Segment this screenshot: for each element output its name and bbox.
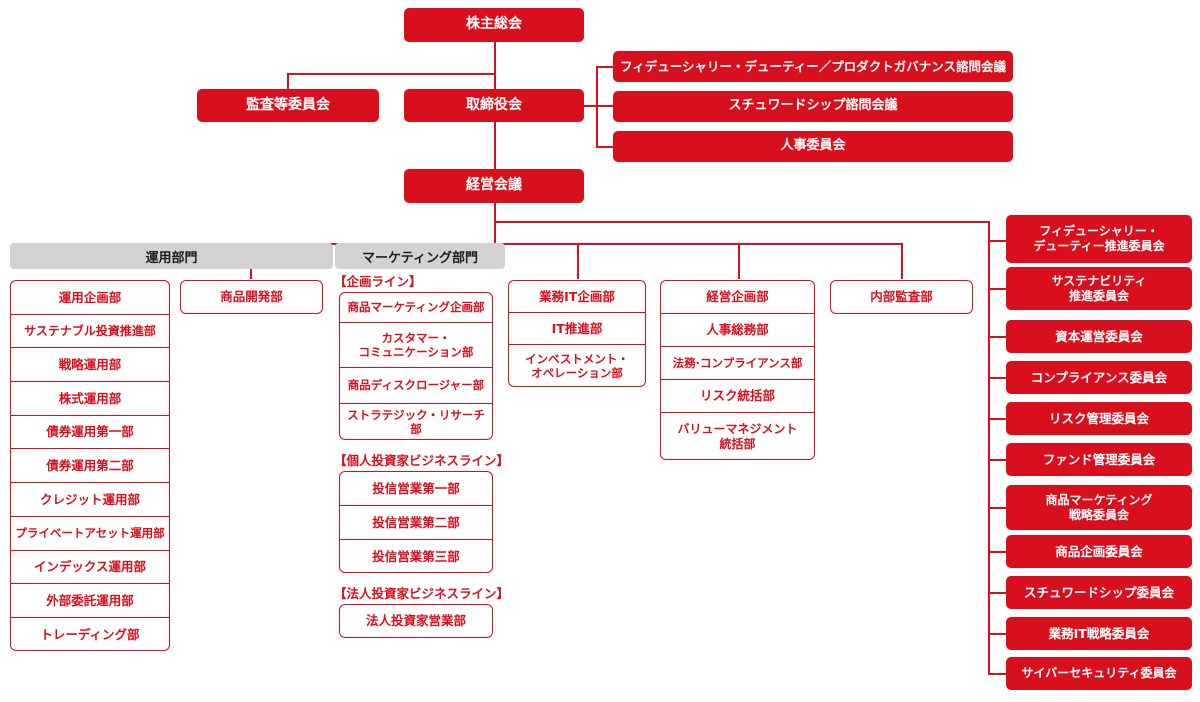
- stack-marketing-retail-line: 投信営業第一部 投信営業第二部 投信営業第三部: [339, 471, 493, 573]
- dept-investment-9[interactable]: 外部委託運用部: [11, 584, 169, 618]
- dept-corporate-2[interactable]: 法務·コンプライアンス部: [661, 347, 814, 380]
- connector-audit-bus: [287, 73, 496, 75]
- dept-corporate-4[interactable]: バリューマネジメント 統括部: [677, 421, 798, 451]
- dept-investment-10[interactable]: トレーディング部: [40, 627, 140, 643]
- dept-corporate-0[interactable]: 経営企画部: [661, 281, 814, 314]
- connector-committee-stub-10: [988, 673, 1006, 675]
- division-header-marketing: マーケティング部門: [335, 243, 505, 269]
- connector-advisory-stub-0: [596, 66, 614, 68]
- dept-investment-0[interactable]: 運用企画部: [11, 281, 169, 315]
- committee-0[interactable]: フィデューシャリー・ デューティー推進委員会: [1006, 215, 1192, 263]
- dept-marketing-retail-1[interactable]: 投信営業第二部: [340, 506, 492, 540]
- connector-audit-down: [287, 73, 289, 89]
- dept-marketing-planning-0[interactable]: 商品マーケティング企画部: [340, 293, 492, 323]
- node-advisory-council-2[interactable]: 人事委員会: [613, 131, 1013, 162]
- dept-marketing-planning-1[interactable]: カスタマー・ コミュニケーション部: [340, 323, 492, 368]
- stack-operations-it: 業務IT企画部 IT推進部 インベストメント・ オペレーション部: [508, 280, 646, 387]
- node-management-meeting[interactable]: 経営会議: [404, 169, 584, 203]
- connector-committee-stub-2: [988, 336, 1006, 338]
- stack-product-development: 商品開発部: [180, 280, 323, 314]
- dept-investment-6[interactable]: クレジット運用部: [11, 483, 169, 517]
- committee-2[interactable]: 資本運営委員会: [1006, 320, 1192, 353]
- dept-product-development[interactable]: 商品開発部: [220, 289, 283, 305]
- connector-advisory-stub-2: [596, 146, 614, 148]
- dept-marketing-institutional-0[interactable]: 法人投資家営業部: [365, 613, 466, 629]
- stack-internal-audit: 内部監査部: [830, 280, 973, 314]
- committee-5[interactable]: ファンド管理委員会: [1006, 443, 1192, 476]
- committee-6[interactable]: 商品マーケティング 戦略委員会: [1006, 485, 1192, 530]
- dept-corporate-3[interactable]: リスク統括部: [661, 380, 814, 413]
- stack-investment-departments: 運用企画部 サステナブル投資推進部 戦略運用部 株式運用部 債券運用第一部 債券…: [10, 280, 170, 651]
- connector-leg-internal-audit: [901, 243, 903, 279]
- connector-committee-stub-4: [988, 418, 1006, 420]
- dept-investment-2[interactable]: 戦略運用部: [11, 348, 169, 383]
- dept-investment-4[interactable]: 債券運用第一部: [11, 416, 169, 450]
- dept-investment-5[interactable]: 債券運用第二部: [11, 449, 169, 484]
- connector-committee-stub-6: [988, 507, 1006, 509]
- marketing-line-label-1: 【個人投資家ビジネスライン】: [334, 453, 510, 468]
- connector-committee-stub-0: [988, 240, 1006, 242]
- connector-leg-corporate: [738, 243, 740, 279]
- node-advisory-council-1[interactable]: スチュワードシップ諮問会議: [613, 91, 1013, 122]
- stack-marketing-planning-line: 商品マーケティング企画部 カスタマー・ コミュニケーション部 商品ディスクロージ…: [339, 292, 493, 440]
- node-shareholders-meeting[interactable]: 株主総会: [404, 8, 584, 42]
- dept-marketing-retail-2[interactable]: 投信営業第三部: [372, 549, 460, 565]
- connector-committee-stub-5: [988, 459, 1006, 461]
- stack-corporate: 経営企画部 人事総務部 法務·コンプライアンス部 リスク統括部 バリューマネジメ…: [660, 280, 815, 460]
- marketing-line-label-0: 【企画ライン】: [334, 274, 422, 289]
- dept-internal-audit[interactable]: 内部監査部: [870, 289, 933, 305]
- committee-4[interactable]: リスク管理委員会: [1006, 402, 1192, 435]
- dept-investment-7[interactable]: プライベートアセット運用部: [11, 517, 169, 551]
- dept-marketing-planning-3[interactable]: ストラテジック・リサーチ部: [347, 407, 485, 436]
- committee-1[interactable]: サステナビリティ 推進委員会: [1006, 267, 1192, 310]
- dept-ops-it-1[interactable]: IT推進部: [509, 313, 645, 345]
- dept-marketing-retail-0[interactable]: 投信営業第一部: [340, 472, 492, 506]
- connector-committee-stub-9: [988, 633, 1006, 635]
- dept-investment-1[interactable]: サステナブル投資推進部: [11, 315, 169, 349]
- node-audit-committee[interactable]: 監査等委員会: [197, 89, 379, 122]
- committee-8[interactable]: スチュワードシップ委員会: [1006, 576, 1192, 609]
- dept-marketing-planning-2[interactable]: 商品ディスクロージャー部: [340, 368, 492, 404]
- connector-committee-spine: [988, 221, 990, 673]
- dept-investment-8[interactable]: インデックス運用部: [11, 551, 169, 585]
- connector-committee-stub-1: [988, 288, 1006, 290]
- committee-7[interactable]: 商品企画委員会: [1006, 535, 1192, 568]
- committee-10[interactable]: サイバーセキュリティ委員会: [1006, 657, 1192, 690]
- dept-ops-it-2[interactable]: インベストメント・ オペレーション部: [525, 351, 629, 380]
- node-board-of-directors[interactable]: 取締役会: [404, 89, 584, 122]
- dept-ops-it-0[interactable]: 業務IT企画部: [509, 281, 645, 313]
- division-header-investment: 運用部門: [10, 243, 333, 269]
- connector-committee-stub-8: [988, 592, 1006, 594]
- dept-investment-3[interactable]: 株式運用部: [11, 382, 169, 416]
- marketing-line-label-2: 【法人投資家ビジネスライン】: [334, 586, 510, 601]
- connector-mgmt-down: [494, 203, 496, 245]
- stack-marketing-institutional-line: 法人投資家営業部: [339, 604, 493, 638]
- connector-committee-stub-3: [988, 377, 1006, 379]
- dept-corporate-1[interactable]: 人事総務部: [661, 314, 814, 347]
- connector-advisory-stub-1: [596, 105, 614, 107]
- connector-mgmt-to-committee-bus: [494, 221, 990, 223]
- node-advisory-council-0[interactable]: フィデューシャリー・デューティー／プロダクトガバナンス諮問会議: [613, 51, 1013, 82]
- connector-committee-stub-7: [988, 551, 1006, 553]
- committee-3[interactable]: コンプライアンス委員会: [1006, 361, 1192, 394]
- committee-9[interactable]: 業務IT戦略委員会: [1006, 617, 1192, 650]
- connector-board-to-mgmt: [494, 122, 496, 169]
- connector-leg-ops-it: [577, 243, 579, 279]
